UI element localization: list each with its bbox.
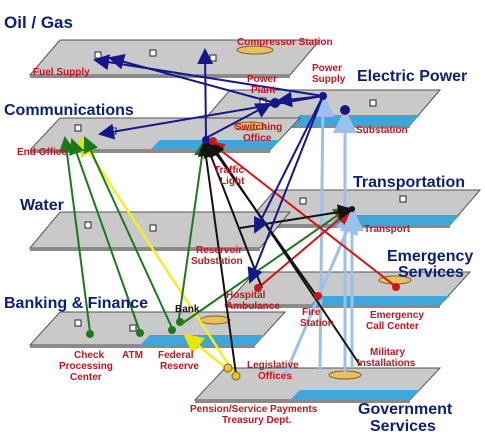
label-traffic-light-2: Light: [220, 176, 245, 187]
label-bank: Bank: [175, 304, 200, 315]
node-federal-reserve: [168, 326, 176, 334]
label-federal-reserve-2: Reserve: [160, 361, 199, 372]
label-check-processing-1: Check: [74, 350, 104, 361]
label-emergency-call-center-1: Emergency: [370, 310, 424, 321]
node-hospital: [254, 284, 262, 292]
link-power-supply-to-power-plant: [276, 91, 324, 108]
label-legislative-1: Legislative: [247, 360, 299, 371]
link-bank-to-switching: [177, 140, 210, 326]
label-reservoir-substation-1: Reservoir: [196, 245, 242, 256]
link-power-supply-to-hospital: [247, 95, 324, 284]
node-atm: [136, 329, 144, 337]
label-check-processing-2: Processing: [59, 361, 113, 372]
node-power-plant: [270, 98, 280, 108]
label-atm: ATM: [122, 350, 143, 361]
label-fire-station-1: Fire: [302, 307, 321, 318]
label-check-processing-3: Center: [70, 372, 102, 383]
link-switching-to-power-plant: [205, 103, 272, 139]
link-check-processing-to-end-office: [58, 136, 91, 333]
link-federal-reserve-to-end-office: [83, 136, 173, 329]
sector-title-government-line1: Government: [358, 401, 453, 418]
link-power-supply-to-transport: [254, 95, 324, 234]
link-power-plant-to-fuel: [108, 53, 276, 104]
label-emergency-call-center-2: Call Center: [366, 321, 419, 332]
label-pension: Pension/Service Payments: [190, 404, 318, 415]
sector-title-government-line2: Services: [370, 418, 436, 435]
sector-title-emergency-line2: Services: [398, 264, 464, 281]
label-ambulance: Ambulance: [226, 301, 280, 312]
label-military-2: Installations: [357, 358, 416, 369]
label-legislative-2: Offices: [258, 371, 292, 382]
label-federal-reserve-1: Federal: [158, 350, 194, 361]
node-bank: [176, 318, 184, 326]
node-legislative-offices: [231, 371, 241, 381]
sector-title-oil-gas: Oil / Gas: [4, 13, 73, 32]
label-substation: Substation: [356, 125, 408, 136]
links-red: [208, 140, 396, 289]
label-power-supply-1: Power: [312, 63, 342, 74]
label-power-supply-2: Supply: [312, 74, 346, 85]
label-end-office: End Office: [17, 147, 67, 158]
link-pension-to-end-office: [78, 135, 238, 377]
link-emergency-to-switching: [208, 140, 396, 287]
node-fire-station: [314, 292, 322, 300]
label-power-plant-2: Plant: [251, 85, 276, 96]
label-switching-office-2: Office: [243, 133, 272, 144]
node-traffic-light: [209, 137, 217, 145]
plane-water: [28, 211, 292, 251]
node-substation: [340, 105, 350, 115]
links-blue: [93, 48, 324, 284]
label-military-1: Military: [370, 347, 405, 358]
link-switching-to-compressor: [197, 48, 214, 139]
label-reservoir-substation-2: Substation: [191, 256, 243, 267]
node-pension: [223, 363, 233, 373]
label-treasury: Treasury Dept.: [222, 415, 292, 426]
link-hospital-to-transport: [257, 208, 352, 289]
sector-title-emergency-line1: Emergency: [387, 248, 473, 265]
sector-title-communications: Communications: [4, 102, 134, 119]
node-switching-office: [202, 136, 210, 144]
label-compressor-station: Compressor Station: [237, 37, 333, 48]
sector-title-banking-finance: Banking & Finance: [4, 295, 148, 312]
link-legislative-to-switching-a: [197, 140, 237, 375]
plane-banking-finance: [28, 311, 287, 348]
sector-title-water: Water: [20, 197, 64, 214]
plane-government-services: [193, 367, 442, 403]
link-power-supply-to-fuel-supply: [93, 54, 324, 97]
node-emergency-call-center: [392, 283, 400, 291]
node-check-processing: [86, 330, 94, 338]
node-transport: [349, 206, 355, 212]
node-power-supply: [319, 92, 327, 100]
sector-title-electric-power: Electric Power: [357, 68, 467, 85]
label-power-plant-1: Power: [247, 74, 277, 85]
link-atm-to-end-office: [69, 138, 141, 333]
label-transport: Transport: [364, 224, 411, 235]
link-hospital-to-switching: [203, 141, 263, 289]
label-fuel-supply: Fuel Supply: [33, 67, 90, 78]
plane-emergency-services: [223, 271, 472, 308]
sector-title-transportation: Transportation: [353, 174, 465, 191]
label-traffic-light-1: Traffic: [214, 165, 244, 176]
label-fire-station-2: Station: [300, 318, 334, 329]
label-hospital: Hospital: [226, 290, 266, 301]
nodes: [86, 92, 400, 381]
label-switching-office-1: Switching: [235, 122, 282, 133]
